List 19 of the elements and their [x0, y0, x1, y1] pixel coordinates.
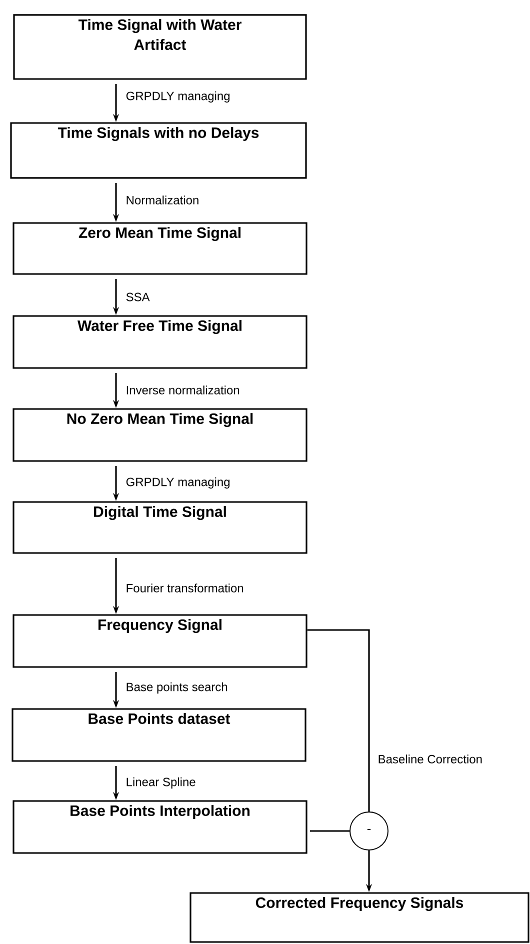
process-box: Zero Mean Time Signal [12, 222, 308, 275]
process-box: Base Points Interpolation [12, 800, 308, 854]
edge-label: GRPDLY managing [124, 90, 232, 104]
edge-label: Fourier transformation [124, 582, 245, 594]
edge-label: Base points search [124, 681, 229, 695]
process-box: No Zero Mean Time Signal [12, 408, 308, 462]
edge-label: SSA [124, 292, 151, 302]
process-box: Time Signal with Water Artifact [13, 14, 307, 80]
process-box: Time Signals with no Delays [10, 122, 307, 179]
edge-label: Baseline Correction [376, 754, 484, 764]
process-box: Digital Time Signal [12, 501, 308, 554]
process-box: Water Free Time Signal [12, 315, 308, 369]
process-box: Corrected Frequency Signals [190, 892, 530, 943]
edge-label: GRPDLY managing [124, 476, 232, 490]
edge-label: Normalization [124, 194, 200, 206]
process-box: Base Points dataset [12, 708, 306, 762]
process-box: Frequency Signal [12, 614, 308, 668]
edge-label: Inverse normalization [124, 384, 241, 396]
edge-label: Linear Spline [124, 776, 197, 790]
